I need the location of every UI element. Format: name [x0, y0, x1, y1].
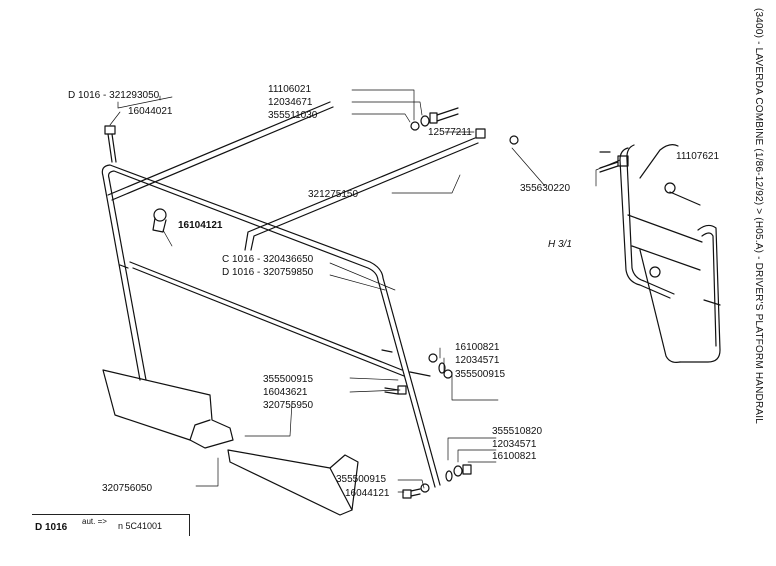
label-16043621: 16043621	[263, 387, 308, 398]
diagram-title-vertical: (3400) - LAVERDA COMBINE (1/86-12/92) > …	[742, 8, 766, 558]
diagram-title: (3400) - LAVERDA COMBINE (1/86-12/92) > …	[753, 8, 764, 425]
label-320755950: 320755950	[263, 400, 313, 411]
label-355500915-mid: 355500915	[455, 369, 505, 380]
label-12034671: 12034671	[268, 97, 313, 108]
label-355510820: 355510820	[492, 426, 542, 437]
label-355630220: 355630220	[520, 183, 570, 194]
label-11107621: 11107621	[676, 151, 719, 162]
serial-note-box: D 1016 aut. => n 5C41001	[32, 514, 190, 536]
label-321293050: D 1016 - 321293050	[68, 90, 160, 101]
label-355500915-bottom: 355500915	[336, 474, 386, 485]
leader-lines	[109, 89, 621, 493]
upper-rod	[107, 101, 334, 201]
label-16100821-mid: 16100821	[455, 342, 500, 353]
label-16044021: 16044021	[128, 106, 173, 117]
label-12034571-bottom: 12034571	[492, 439, 537, 450]
bolt-16044021	[104, 125, 117, 163]
label-321275150: 321275150	[308, 189, 358, 200]
label-11106021: 11106021	[268, 84, 311, 95]
rod-321275150	[244, 128, 519, 251]
label-320759850: D 1016 - 320759850	[222, 267, 314, 278]
kick-plate-320756050	[102, 369, 234, 449]
label-12577211: 12577211	[428, 127, 472, 138]
label-355500915-left: 355500915	[263, 374, 313, 385]
note-aut: aut. =>	[82, 517, 107, 526]
label-320756050: 320756050	[102, 483, 152, 494]
fastener-set-top	[410, 107, 459, 131]
label-16104121: 16104121	[178, 220, 223, 231]
note-serial-number: n 5C41001	[118, 521, 163, 531]
side-ladder-h31	[599, 144, 721, 363]
bolt-11107621	[599, 155, 629, 173]
label-16100821-bottom: 16100821	[492, 451, 537, 462]
fastener-set-middle	[409, 353, 453, 379]
note-model-code: D 1016	[35, 522, 68, 533]
knob-16104121	[152, 208, 167, 233]
label-h31: H 3/1	[548, 239, 572, 250]
label-355511030: 355511030	[268, 110, 318, 121]
fastener-set-bottom	[402, 464, 472, 499]
label-12034571-mid: 12034571	[455, 355, 500, 366]
kick-plate-320755950	[227, 449, 359, 516]
label-16044121: 16044121	[345, 488, 390, 499]
label-320436650: C 1016 - 320436650	[222, 254, 314, 265]
main-handrail-frame	[101, 164, 441, 488]
